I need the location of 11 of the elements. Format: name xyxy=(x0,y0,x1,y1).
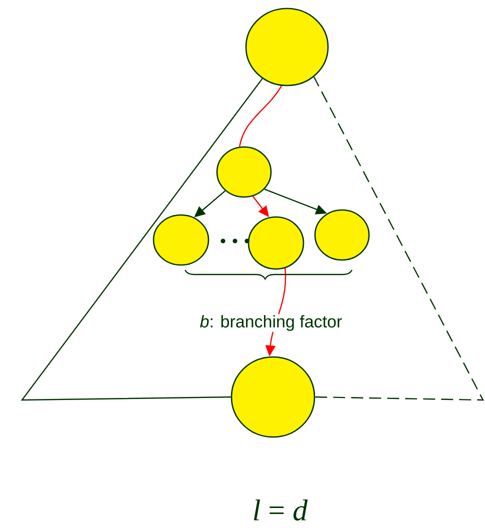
tree-node xyxy=(248,216,304,270)
annotation-text: b: branching factor xyxy=(198,314,344,332)
tree-node xyxy=(216,146,272,198)
tree-node xyxy=(245,8,329,86)
tree-node xyxy=(230,356,316,438)
triangle-side xyxy=(20,78,263,401)
tree-node xyxy=(314,209,370,261)
depth-formula: l = d xyxy=(254,499,308,521)
tree-node xyxy=(152,214,210,266)
line xyxy=(238,85,282,147)
triangle-side xyxy=(313,76,484,401)
